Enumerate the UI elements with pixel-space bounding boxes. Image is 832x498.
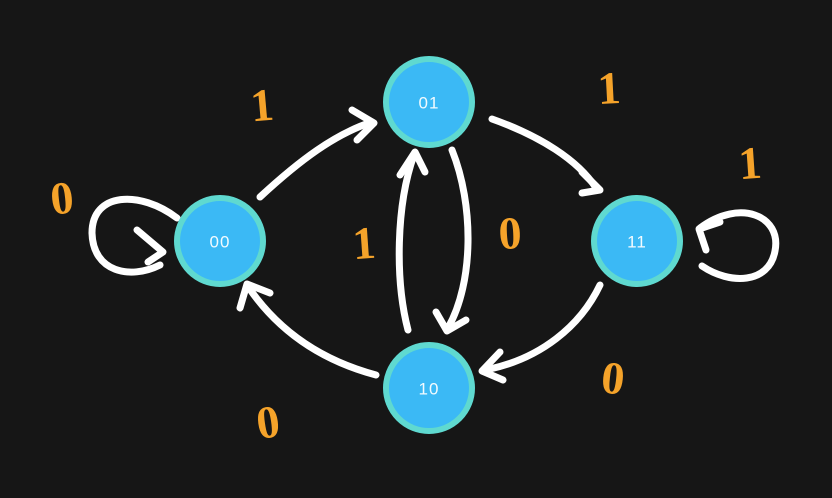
edge-00-to-00[interactable] [88, 195, 181, 276]
edge-10-to-00-arrowhead [236, 280, 274, 312]
edge-10-to-00[interactable] [236, 280, 380, 379]
node-01-circle [383, 56, 475, 148]
edge-00-to-01-arrowhead [348, 106, 378, 144]
edge-01-to-11[interactable] [488, 115, 604, 197]
node-10-circle [383, 342, 475, 434]
edge-label-11-11: 1 [737, 137, 764, 189]
edge-labels-layer: 0 1 1 1 0 0 1 0 [48, 62, 763, 449]
edge-11-to-11[interactable] [695, 209, 780, 282]
edge-label-11-10: 0 [599, 351, 627, 404]
edge-label-10-01: 1 [351, 217, 378, 269]
edge-01-to-10-path [444, 146, 472, 332]
nodes-layer: 00 01 11 10 [174, 56, 683, 434]
edge-10-to-01-path [395, 151, 418, 334]
edge-11-to-10-arrowhead [478, 348, 507, 384]
edges-layer [88, 106, 780, 384]
node-10[interactable]: 10 [383, 342, 475, 434]
node-00-circle [174, 195, 266, 287]
node-11-label: 11 [627, 233, 647, 252]
node-01-label: 01 [419, 94, 440, 113]
node-11-circle [591, 195, 683, 287]
edge-11-to-10[interactable] [478, 281, 604, 384]
edge-00-to-00-arrowhead [133, 226, 167, 266]
edge-label-00-00: 0 [48, 171, 76, 224]
edge-00-to-00-path [88, 195, 181, 276]
edge-10-to-01-arrowhead [396, 148, 429, 179]
edge-label-01-10: 0 [497, 207, 523, 259]
node-10-label: 10 [419, 380, 440, 399]
edge-00-to-01[interactable] [256, 106, 378, 201]
edge-10-to-01[interactable] [395, 148, 429, 334]
edge-01-to-11-arrowhead [578, 168, 604, 197]
edge-01-to-10-arrowhead [432, 308, 470, 335]
edge-label-01-11: 1 [596, 62, 622, 114]
edge-01-to-11-path [488, 115, 600, 192]
edge-10-to-00-path [245, 284, 380, 379]
edge-11-to-10-path [486, 281, 604, 373]
edge-01-to-10[interactable] [432, 146, 472, 335]
node-01[interactable]: 01 [383, 56, 475, 148]
node-00[interactable]: 00 [174, 195, 266, 287]
edge-00-to-01-path [256, 118, 376, 201]
edge-11-to-11-arrowhead [695, 218, 724, 254]
edge-label-00-01: 1 [248, 79, 275, 132]
node-00-label: 00 [210, 233, 231, 252]
edge-label-10-00: 0 [253, 395, 283, 449]
edge-11-to-11-path [696, 209, 780, 282]
node-11[interactable]: 11 [591, 195, 683, 287]
